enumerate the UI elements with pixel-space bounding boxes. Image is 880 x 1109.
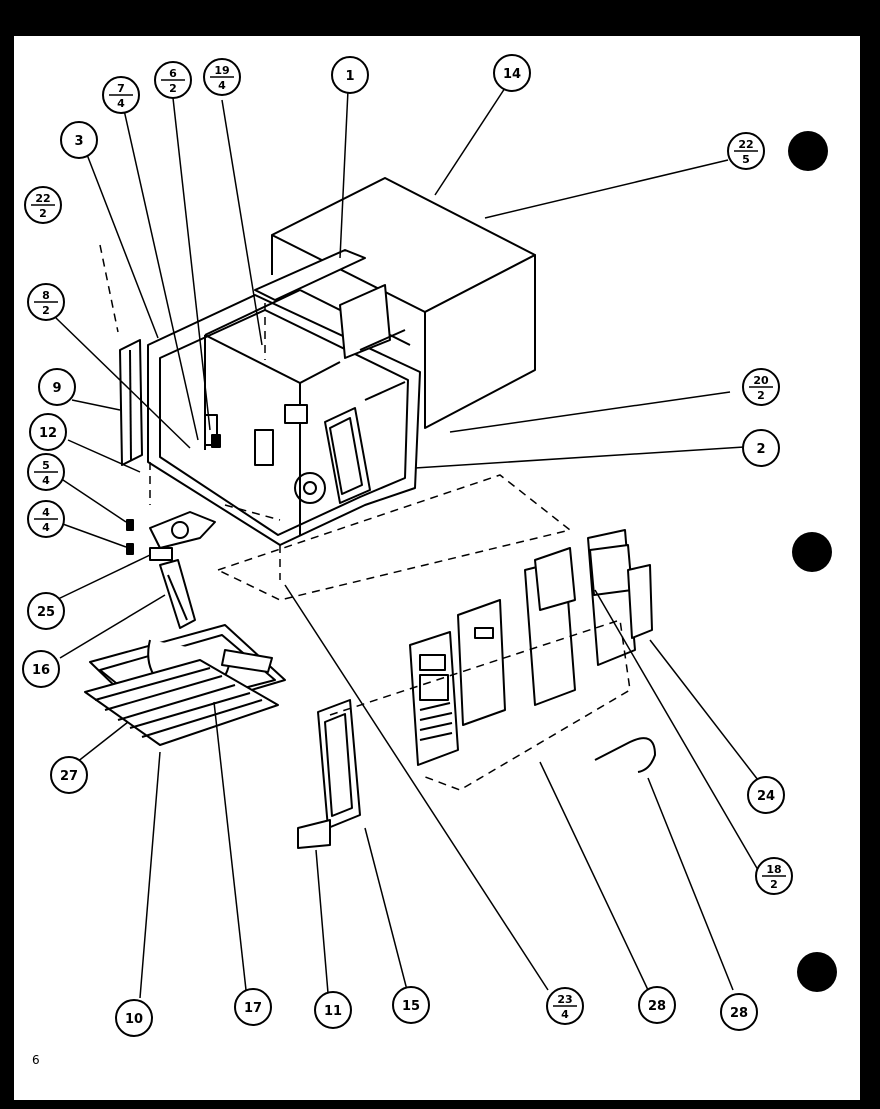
callout-number: 23 — [557, 993, 572, 1006]
callout-c14: 14 — [493, 54, 531, 92]
callout-c22-5: 225 — [727, 132, 765, 170]
callout-number: 3 — [74, 134, 83, 149]
callout-number: 25 — [37, 605, 55, 620]
callout-quantity: 4 — [218, 79, 226, 92]
callout-circle — [22, 650, 60, 688]
callout-c19-4: 194 — [203, 58, 241, 96]
callout-c25: 25 — [27, 592, 65, 630]
callout-circle — [493, 54, 531, 92]
callout-circle — [720, 993, 758, 1031]
callout-quantity: 2 — [39, 207, 47, 220]
callout-number: 22 — [35, 192, 50, 205]
drawing-lines — [84, 177, 656, 849]
callout-number: 15 — [402, 999, 420, 1014]
callout-c24: 24 — [747, 776, 785, 814]
callout-c15: 15 — [392, 986, 430, 1024]
callout-number: 12 — [39, 426, 57, 441]
callout-circle — [742, 429, 780, 467]
callout-number: 10 — [125, 1012, 143, 1027]
callout-number: 11 — [324, 1004, 342, 1019]
callout-quantity: 2 — [770, 878, 778, 891]
callout-quantity: 5 — [742, 153, 750, 166]
punch-hole-top — [788, 131, 828, 171]
callout-number: 14 — [503, 67, 521, 82]
callout-c18-2: 182 — [755, 857, 793, 895]
callout-circle — [115, 999, 153, 1037]
paper-background — [14, 36, 860, 1100]
callout-circle — [29, 413, 67, 451]
callout-c7-4: 74 — [102, 76, 140, 114]
callout-number: 2 — [756, 442, 765, 457]
callout-c1: 1 — [331, 56, 369, 94]
touchpad-panel — [409, 631, 459, 766]
callout-number: 1 — [345, 69, 354, 84]
control-panel-frame — [297, 699, 361, 849]
callout-c22-2: 222 — [24, 186, 62, 224]
page-number: 6 — [32, 1053, 40, 1067]
hinge-bar — [119, 339, 143, 466]
bottom-plate — [84, 624, 286, 746]
leader-lines — [55, 87, 759, 999]
callout-circle — [747, 776, 785, 814]
callout-c23-4: 234 — [546, 987, 584, 1025]
callout-number: 8 — [42, 289, 50, 302]
callout-number: 28 — [730, 1006, 748, 1021]
callout-number: 5 — [42, 459, 50, 472]
punch-hole-bottom — [797, 952, 837, 992]
callout-circle — [38, 368, 76, 406]
callout-quantity: 4 — [42, 474, 50, 487]
callout-number: 18 — [766, 863, 781, 876]
callout-c20-2: 202 — [742, 368, 780, 406]
callout-quantity: 2 — [757, 389, 765, 402]
stirrer-fan — [149, 511, 216, 561]
callout-c11: 11 — [314, 991, 352, 1029]
callout-c12: 12 — [29, 413, 67, 451]
callout-c4-4: 44 — [27, 500, 65, 538]
callout-c27: 27 — [50, 756, 88, 794]
callout-number: 9 — [52, 381, 61, 396]
callout-c10: 10 — [115, 999, 153, 1037]
callout-c5-4: 54 — [27, 453, 65, 491]
callout-number: 17 — [244, 1001, 262, 1016]
callout-circle — [60, 121, 98, 159]
callout-circle — [50, 756, 88, 794]
callout-number: 20 — [753, 374, 769, 387]
punch-hole-middle — [792, 532, 832, 572]
callout-circle — [638, 986, 676, 1024]
guide-lines — [99, 244, 631, 791]
callout-circle — [27, 592, 65, 630]
callout-number: 22 — [738, 138, 753, 151]
callout-c3: 3 — [60, 121, 98, 159]
callout-c28a: 28 — [638, 986, 676, 1024]
callout-circle — [234, 988, 272, 1026]
callout-c2: 2 — [742, 429, 780, 467]
callout-number: 4 — [42, 506, 50, 519]
callout-quantity: 4 — [561, 1008, 569, 1021]
callout-c9: 9 — [38, 368, 76, 406]
callout-c28b: 28 — [720, 993, 758, 1031]
callout-quantity: 2 — [42, 304, 50, 317]
callout-circle — [331, 56, 369, 94]
callout-c17: 17 — [234, 988, 272, 1026]
callout-circle — [392, 986, 430, 1024]
callout-number: 6 — [169, 67, 177, 80]
callout-number: 24 — [757, 789, 775, 804]
callout-c6-2: 62 — [154, 61, 192, 99]
callout-number: 7 — [117, 82, 125, 95]
callout-c8-2: 82 — [27, 283, 65, 321]
callout-number: 16 — [32, 663, 50, 678]
callout-circle — [314, 991, 352, 1029]
callout-number: 28 — [648, 999, 666, 1014]
outer-cabinet — [271, 177, 536, 429]
callout-number: 27 — [60, 769, 78, 784]
callout-quantity: 4 — [117, 97, 125, 110]
callout-quantity: 2 — [169, 82, 177, 95]
callout-quantity: 4 — [42, 521, 50, 534]
oven-cavity — [147, 249, 421, 546]
callout-number: 19 — [214, 64, 229, 77]
callout-c16: 16 — [22, 650, 60, 688]
